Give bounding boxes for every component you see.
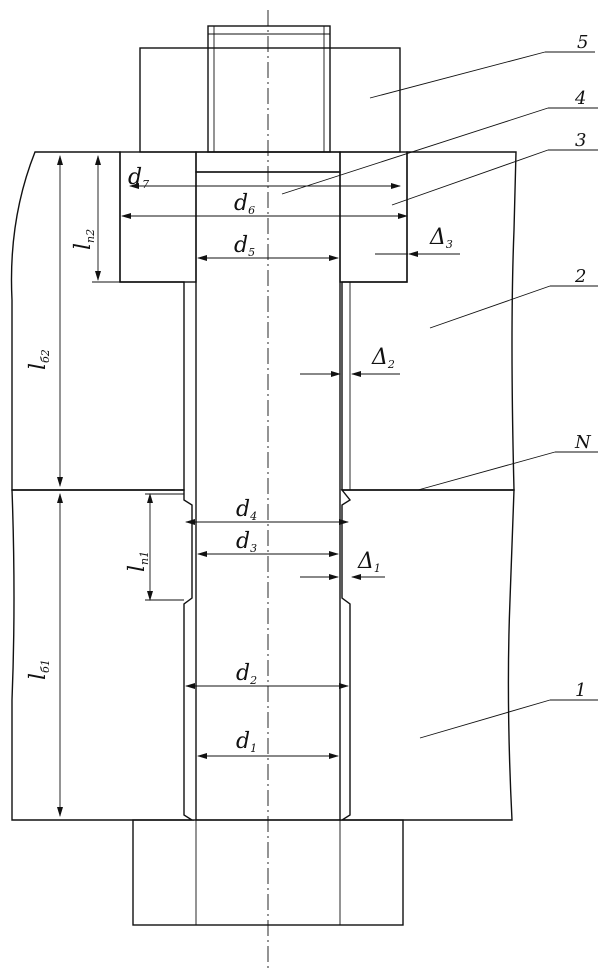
upper-plate-part-2 [11, 152, 516, 490]
dimension-lines [122, 186, 460, 756]
label-ln1: lп1 [125, 551, 151, 572]
label-part-N: N [574, 432, 592, 453]
label-part-4: 4 [574, 88, 586, 109]
label-part-1: 1 [575, 680, 586, 701]
label-d7: d7 [128, 165, 149, 191]
label-d1: d1 [236, 729, 257, 755]
label-d4: d4 [236, 497, 257, 523]
bolt-shank [184, 172, 350, 820]
label-part-3: 3 [575, 130, 586, 151]
dimension-labels: d7 d6 d5 d4 d3 d2 d1 Δ3 Δ2 Δ1 lп2 lб2 lп… [26, 165, 453, 755]
label-ln2: lп2 [71, 229, 97, 250]
label-part-2: 2 [574, 266, 586, 287]
lower-plate-part-1 [12, 490, 514, 820]
label-delta1: Δ1 [357, 549, 381, 575]
label-delta2: Δ2 [371, 345, 395, 371]
label-d6: d6 [234, 191, 255, 217]
part-labels: 5 4 3 2 N 1 [574, 32, 592, 701]
label-lb2: lб2 [26, 349, 52, 370]
label-lb1: lб1 [26, 659, 52, 680]
vertical-dimensions [60, 156, 184, 816]
leader-lines [282, 52, 598, 738]
label-part-5: 5 [577, 32, 588, 53]
label-d3: d3 [236, 529, 257, 555]
label-d2: d2 [236, 661, 257, 687]
label-d5: d5 [234, 233, 255, 259]
bolt-head-part-5 [140, 26, 400, 152]
label-delta3: Δ3 [429, 225, 453, 251]
